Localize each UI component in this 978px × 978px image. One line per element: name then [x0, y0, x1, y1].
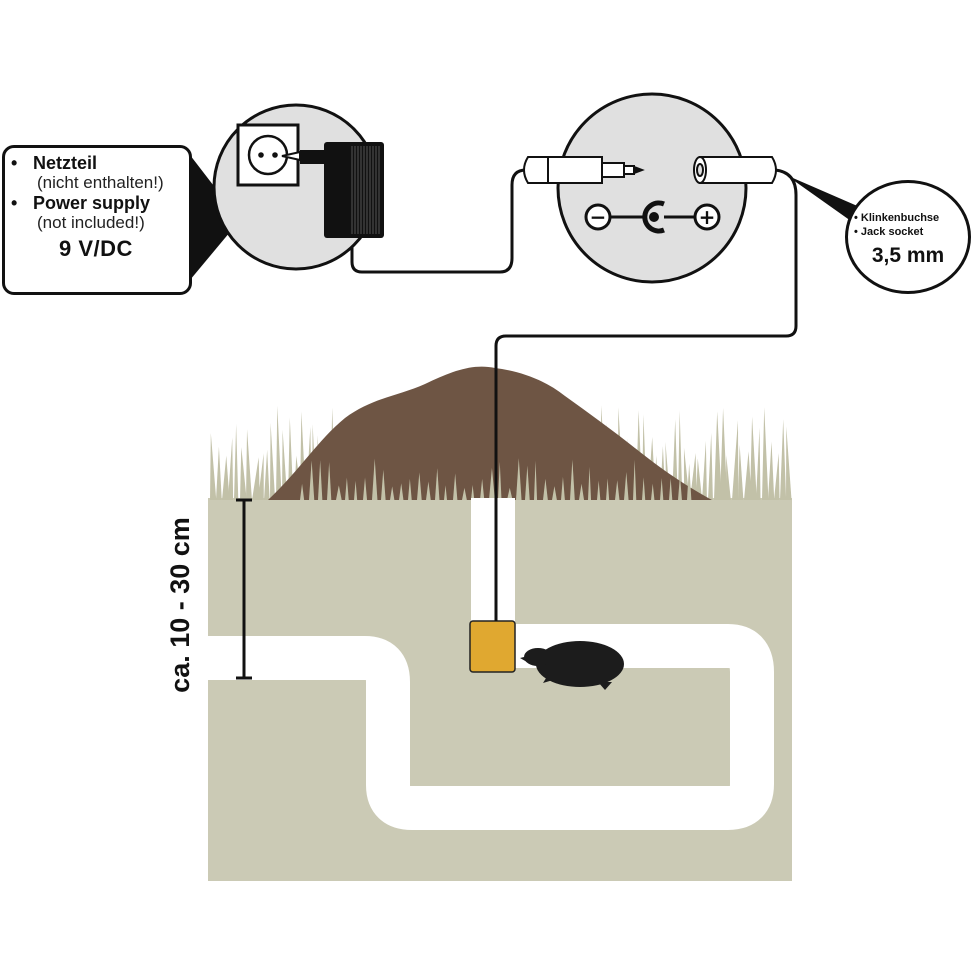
molehill	[268, 366, 712, 500]
power-supply-label-de: Netzteil	[33, 153, 98, 173]
power-supply-note-de: (nicht enthalten!)	[37, 173, 164, 192]
depth-label: ca. 10 - 30 cm	[165, 517, 195, 693]
power-adapter-icon	[281, 142, 384, 238]
depth-marker	[236, 498, 252, 680]
polarity-diagram: − +	[584, 200, 721, 234]
jack-pointer	[786, 175, 862, 226]
jack-socket-label-en: Jack socket	[860, 226, 924, 238]
mole	[520, 641, 624, 690]
power-supply-label-en: Power supply	[33, 193, 151, 213]
positive-sign: +	[699, 205, 716, 229]
cable-adapter-to-plug	[350, 168, 527, 274]
jack-socket-label-de: Klinkenbuchse	[860, 212, 940, 224]
power-supply-note-en: (not included!)	[37, 213, 145, 232]
connector-bubble	[556, 92, 748, 284]
callout-pointer	[190, 155, 240, 280]
jack-socket-callout: • Klinkenbuchse • Jack socket 3,5 mm	[845, 180, 971, 294]
negative-sign: −	[590, 205, 607, 229]
tunnel	[208, 624, 774, 830]
jack-socket-icon	[693, 156, 777, 184]
positive-terminal-icon	[693, 203, 721, 231]
jack-plug-icon	[523, 156, 645, 184]
voltage-label: 9 V/DC	[59, 236, 133, 261]
negative-terminal-icon	[584, 203, 612, 231]
jack-size-label: 3,5 mm	[871, 244, 945, 267]
power-supply-callout: •Netzteil (nicht enthalten!) •Power supp…	[2, 145, 192, 295]
sensor-device	[469, 620, 516, 673]
molehill-grass	[300, 458, 692, 500]
